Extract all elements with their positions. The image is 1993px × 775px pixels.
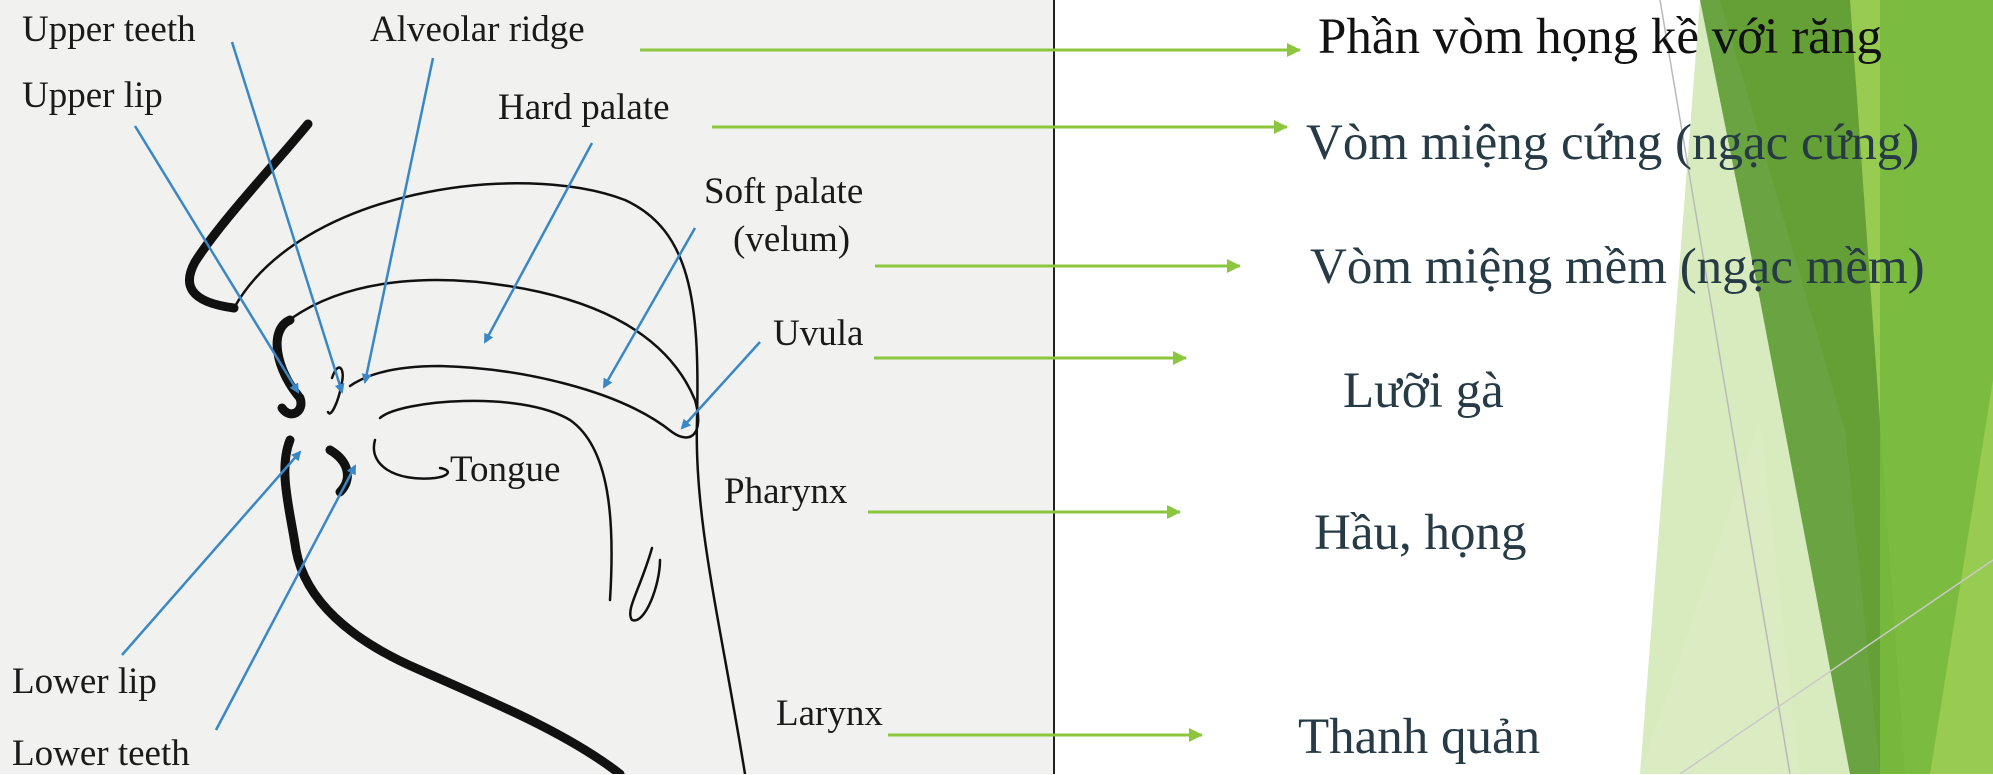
- label-arrows: [122, 42, 760, 730]
- translation-soft-palate: Vòm miệng mềm (ngạc mềm): [1310, 238, 1925, 296]
- translation-pharynx: Hầu, họng: [1314, 504, 1526, 562]
- upper-lip-outline: [277, 320, 301, 414]
- tongue-outline: [380, 401, 612, 600]
- label-uvula: Uvula: [773, 312, 863, 355]
- label-tongue: Tongue: [450, 448, 560, 491]
- palate-outline: [292, 280, 698, 437]
- tongue-tip-outline: [374, 440, 448, 479]
- label-pharynx: Pharynx: [724, 470, 847, 513]
- translation-larynx: Thanh quản: [1298, 708, 1540, 766]
- arrow-upper-teeth: [232, 42, 342, 392]
- label-lower-lip: Lower lip: [12, 660, 157, 703]
- label-alveolar-ridge: Alveolar ridge: [370, 8, 585, 51]
- label-soft-palate: Soft palate: [704, 170, 863, 213]
- translation-uvula: Lưỡi gà: [1343, 362, 1504, 420]
- arrow-hard-palate: [485, 143, 592, 342]
- label-upper-lip: Upper lip: [22, 74, 163, 117]
- epiglottis-outline: [630, 548, 660, 620]
- arrow-alveolar-ridge: [365, 58, 433, 382]
- arrow-soft-palate: [604, 228, 695, 387]
- arrow-lower-lip: [122, 452, 300, 655]
- label-lower-teeth: Lower teeth: [12, 732, 190, 775]
- label-larynx: Larynx: [776, 692, 883, 735]
- pointer-arrows: [640, 50, 1300, 735]
- label-hard-palate: Hard palate: [498, 86, 670, 129]
- translation-hard-palate: Vòm miệng cứng (ngạc cứng): [1306, 114, 1919, 172]
- nose-outline: [189, 124, 308, 308]
- translation-alveolar-ridge: Phần vòm họng kề với răng: [1318, 8, 1882, 66]
- label-upper-teeth: Upper teeth: [22, 8, 196, 51]
- label-velum: (velum): [733, 218, 850, 261]
- arrow-uvula: [682, 342, 760, 428]
